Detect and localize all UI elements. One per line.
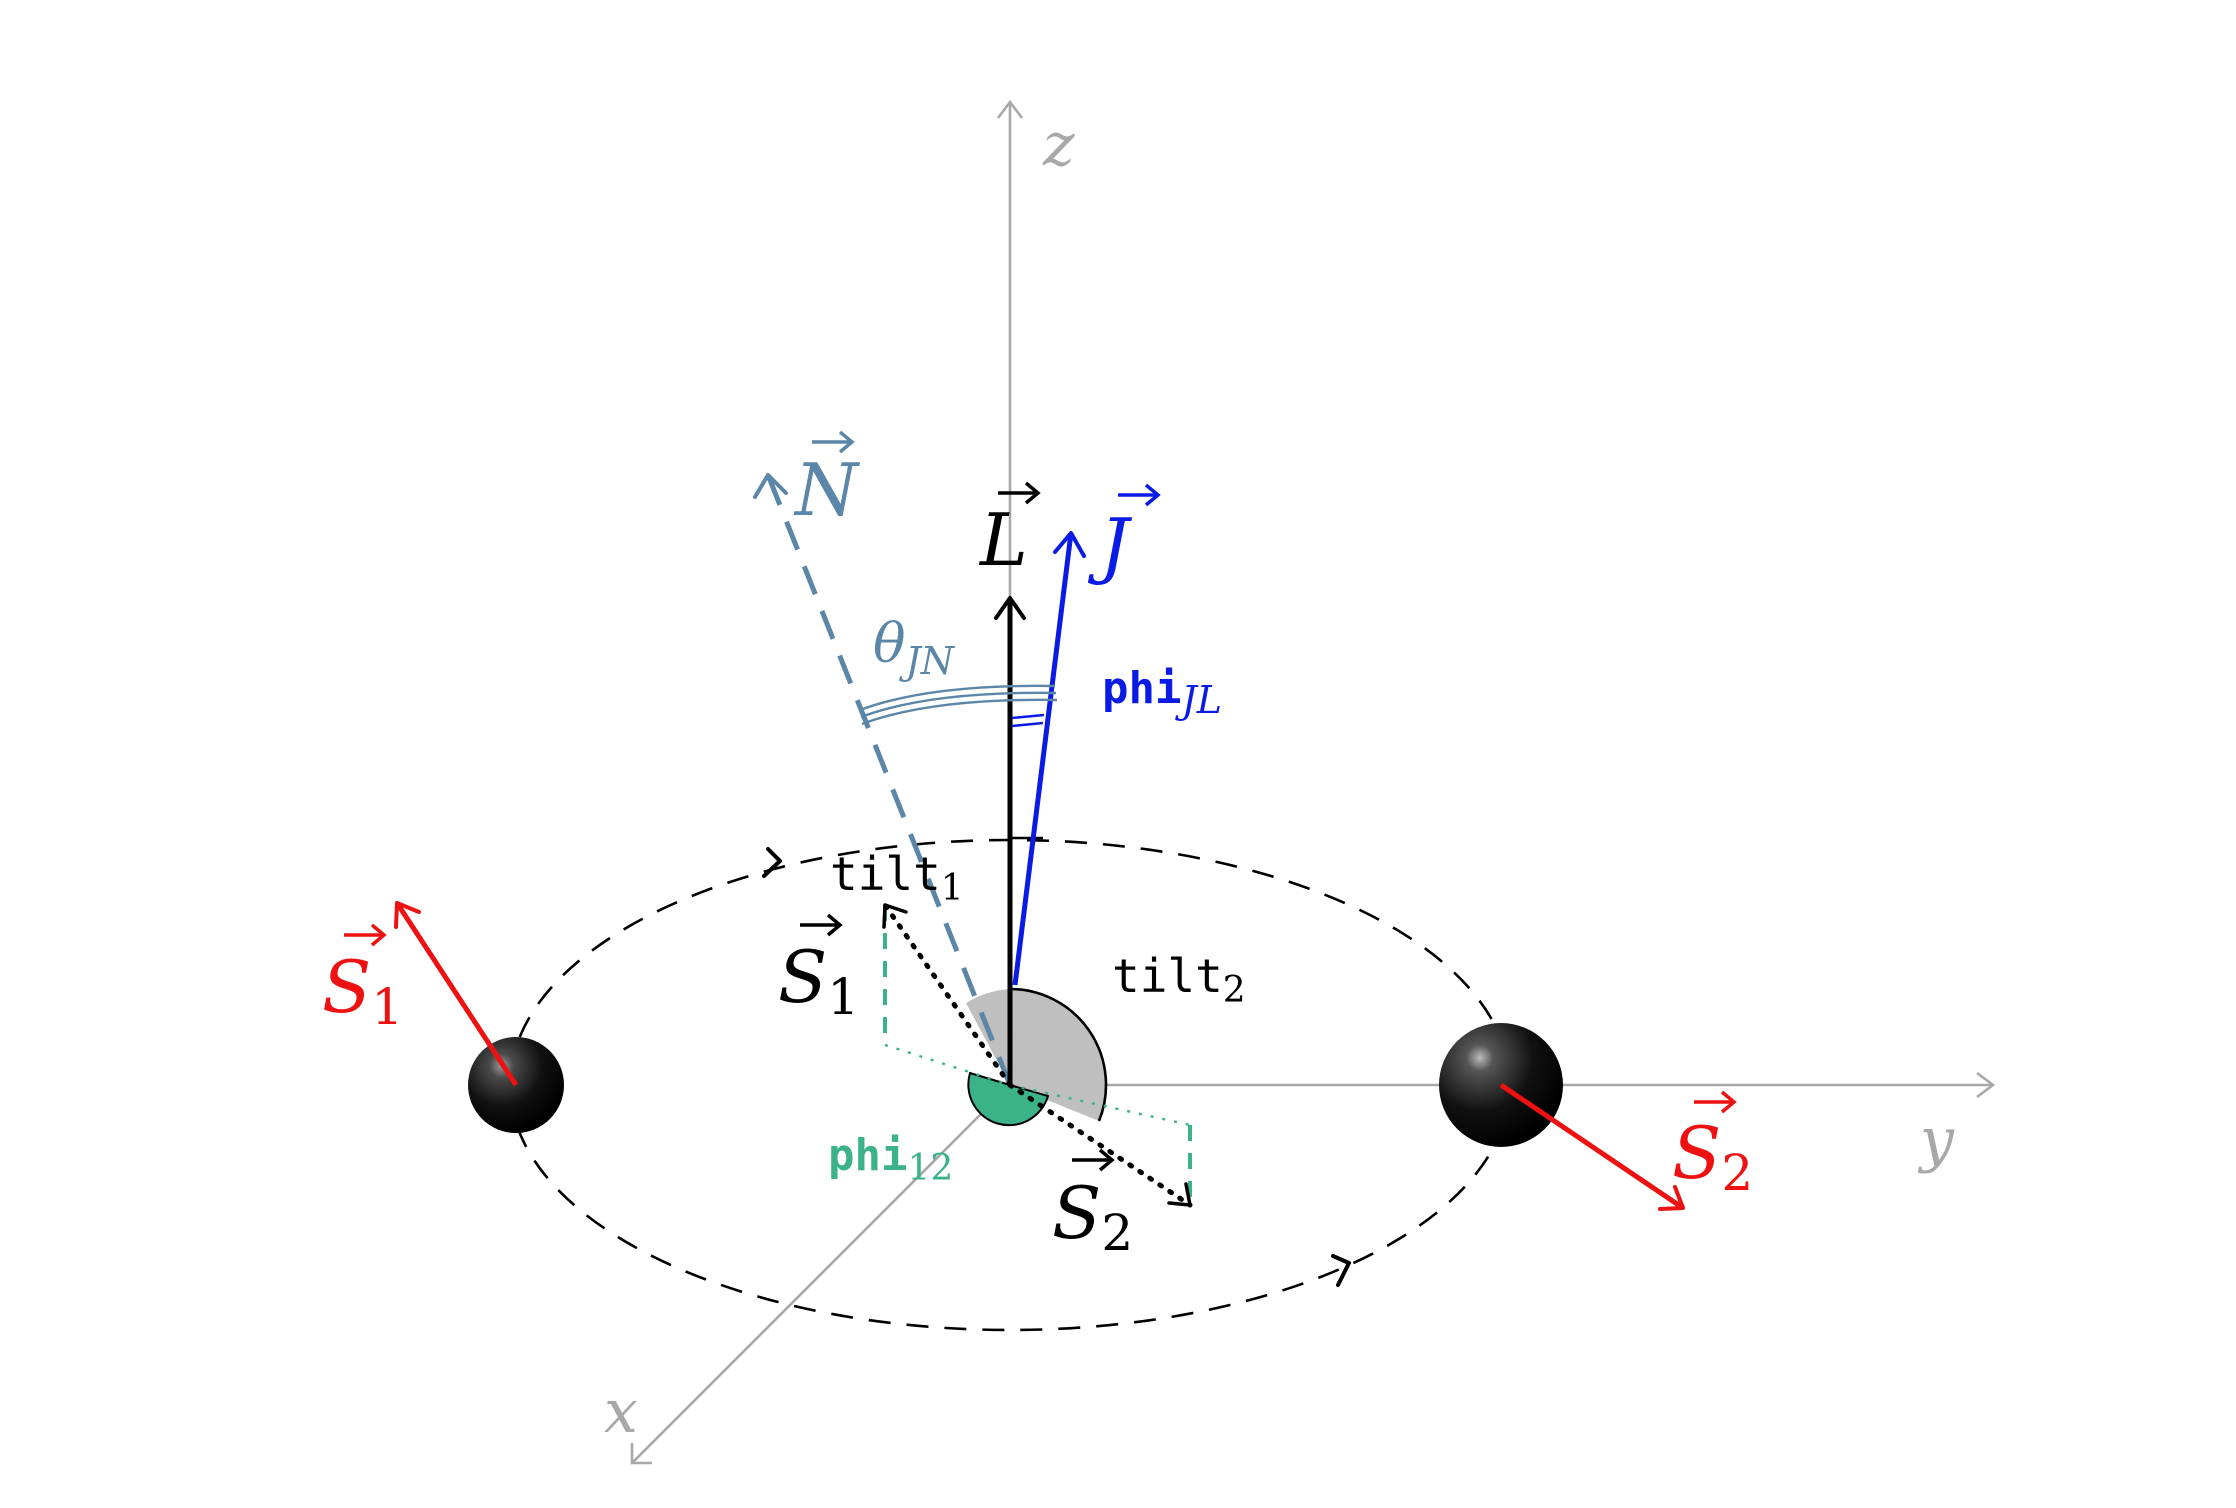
- projection-lines: [883, 905, 1192, 1205]
- l-vector: [994, 596, 1043, 1085]
- s1-projection-base: [884, 1043, 1011, 1087]
- s2-body-vector-line: [1499, 1082, 1685, 1211]
- x-axis: [631, 1084, 1011, 1464]
- s1-center-vector-line: [882, 902, 1013, 1088]
- x-axis-label: x: [604, 1377, 638, 1447]
- s2-body-hat-icon: [1694, 1090, 1737, 1114]
- s2-body-vector: [1499, 1082, 1685, 1211]
- s1-center-arrowhead-icon: [882, 903, 908, 929]
- theta-jn-arc: [859, 684, 1058, 726]
- axes: [630, 99, 1996, 1465]
- l-vector-arrowhead-icon: [994, 596, 1026, 620]
- j-vector-arrowhead-icon: [1053, 531, 1086, 558]
- theta-jn-label: θJN: [873, 612, 956, 683]
- s1-body-hat-icon: [344, 923, 387, 947]
- phi-12-wedge: [967, 1071, 1050, 1127]
- orbit-direction-arrow-icon: [762, 847, 782, 878]
- j-vector-line: [1012, 532, 1074, 986]
- s1-body-label: S1: [322, 945, 403, 1036]
- s1-center-vector: [882, 902, 1013, 1088]
- j-vector-hat-icon: [1118, 483, 1161, 507]
- y-axis-arrowhead-icon: [1976, 1071, 1996, 1099]
- s1-body-vector-line: [394, 901, 519, 1087]
- tilt-angle-arc: [1009, 987, 1108, 1122]
- phi-12-label: phi12: [828, 1130, 953, 1189]
- s1-body-arrowhead-icon: [394, 901, 421, 929]
- s2-center-label: S2: [1052, 1171, 1133, 1262]
- phi-jl-label: phiJL: [1102, 663, 1222, 722]
- s2-center-hat-icon: [1072, 1148, 1115, 1172]
- j-vector-label: J: [1087, 503, 1133, 587]
- j-vector: [1012, 531, 1086, 986]
- orbit-direction-arrow-icon: [1331, 1254, 1351, 1287]
- n-vector-arrowhead-icon: [753, 473, 788, 499]
- n-vector: [753, 473, 1013, 1086]
- tilt-2-label: tilt2: [1112, 949, 1246, 1011]
- l-vector-label: L: [978, 498, 1028, 582]
- tilt-1-label: tilt1: [830, 847, 964, 909]
- n-vector-label: N: [793, 448, 861, 532]
- s2-center-vector: [1007, 1082, 1193, 1208]
- l-vector-hat-icon: [998, 481, 1041, 505]
- s1-body-vector: [394, 901, 519, 1087]
- s2-body-arrowhead-icon: [1658, 1185, 1685, 1211]
- z-axis-label: z: [1042, 110, 1075, 180]
- x-axis-arrowhead-icon: [630, 1443, 652, 1465]
- n-vector-hat-icon: [812, 430, 855, 454]
- s1-center-label: S1: [778, 935, 859, 1026]
- phi-jl-arc: [1011, 713, 1045, 728]
- s2-center-arrowhead-icon: [1167, 1182, 1192, 1207]
- n-vector-line: [765, 474, 1013, 1086]
- s2-center-vector-line: [1007, 1082, 1193, 1208]
- s1-center-hat-icon: [800, 913, 843, 937]
- y-axis-label: y: [1917, 1105, 1955, 1175]
- s2-body-label: S2: [1672, 1111, 1753, 1202]
- z-axis-arrowhead-icon: [996, 99, 1024, 119]
